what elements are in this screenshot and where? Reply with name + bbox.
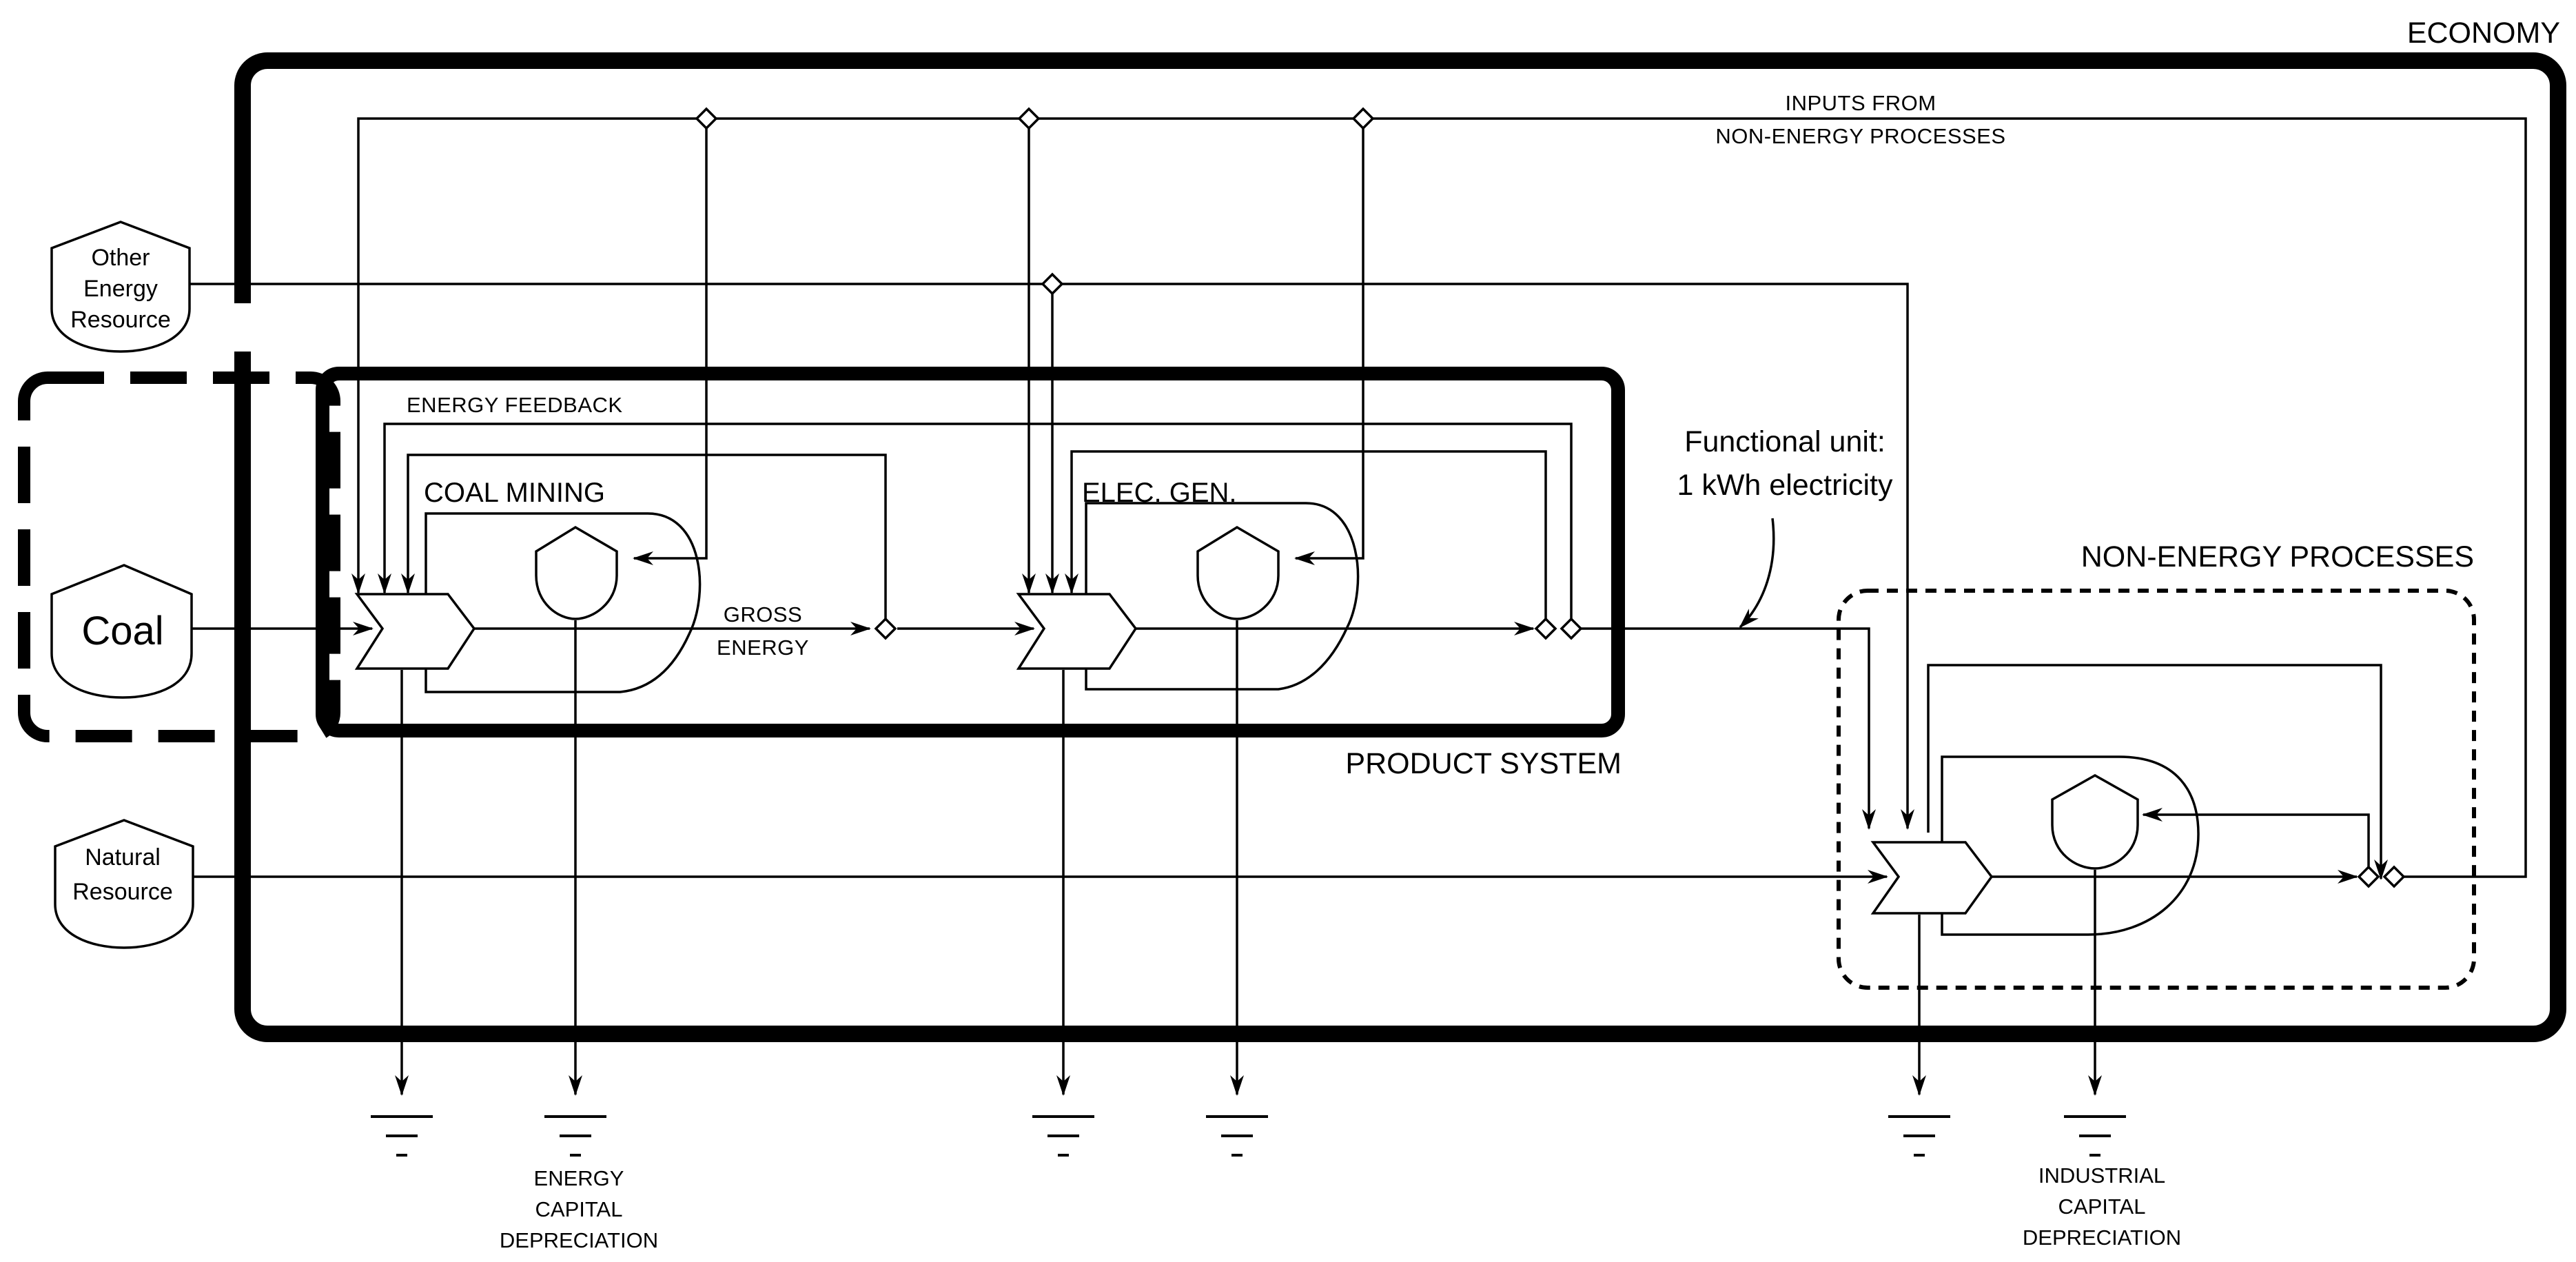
economy-boundary bbox=[234, 52, 2566, 1042]
ground-icon bbox=[544, 1115, 606, 1157]
elec-gen-storage-symbol bbox=[1196, 525, 1280, 620]
ground-icon bbox=[1032, 1115, 1094, 1157]
non-energy-storage-symbol bbox=[2051, 773, 2139, 870]
inputs-label-line2: NON-ENERGY PROCESSES bbox=[1715, 124, 2005, 148]
junction-node bbox=[1041, 272, 1064, 296]
other-energy-resource-line bbox=[185, 283, 1914, 830]
inputs-from-non-energy-line bbox=[351, 117, 2527, 878]
svg-text:Resource: Resource bbox=[72, 879, 173, 905]
junction-node bbox=[695, 107, 718, 130]
industrial-depreciation-line3: DEPRECIATION bbox=[2023, 1225, 2181, 1250]
gross-energy-label-line2: ENERGY bbox=[717, 635, 809, 660]
energy-depreciation-line1: ENERGY bbox=[534, 1166, 624, 1190]
junction-node bbox=[2357, 865, 2380, 888]
coal-mining-transformer-symbol bbox=[354, 593, 476, 670]
inputs-label-line1: INPUTS FROM bbox=[1785, 91, 1936, 115]
junction-node bbox=[1560, 617, 1583, 640]
main-flow-arrows bbox=[186, 622, 2358, 884]
junction-node bbox=[1534, 617, 1557, 640]
coal-resource: Coal bbox=[50, 564, 193, 699]
ground-icon bbox=[2064, 1115, 2126, 1157]
industrial-depreciation-line2: CAPITAL bbox=[2058, 1194, 2146, 1219]
ground-icon bbox=[371, 1115, 433, 1157]
svg-text:Other: Other bbox=[91, 245, 150, 271]
elec-gen-label: ELEC. GEN. bbox=[1082, 478, 1237, 508]
junction-nodes bbox=[695, 107, 2406, 888]
product-system-boundary bbox=[316, 367, 1625, 737]
non-energy-process bbox=[1870, 664, 2388, 936]
svg-text:Coal: Coal bbox=[81, 609, 163, 653]
svg-text:Energy: Energy bbox=[83, 276, 158, 302]
functional-unit-label-line1: Functional unit: bbox=[1684, 425, 1885, 458]
non-energy-processes-label: NON-ENERGY PROCESSES bbox=[2081, 540, 2474, 573]
ground-icon bbox=[1888, 1115, 1950, 1157]
svg-text:Resource: Resource bbox=[70, 307, 171, 333]
elec-gen-transformer-symbol bbox=[1016, 593, 1138, 670]
energy-depreciation-line3: DEPRECIATION bbox=[500, 1228, 658, 1252]
depreciation-outputs bbox=[395, 620, 2102, 1096]
energy-feedback-lines bbox=[378, 423, 1876, 830]
functional-unit-pointer bbox=[1739, 518, 1775, 629]
natural-resource: Natural Resource bbox=[54, 819, 194, 949]
coal-mining-label: COAL MINING bbox=[424, 478, 605, 508]
elec-gen-process bbox=[1016, 502, 1360, 691]
functional-unit-label-line2: 1 kWh electricity bbox=[1677, 469, 1893, 502]
coal-mining-process bbox=[354, 512, 702, 693]
junction-node bbox=[1017, 107, 1041, 130]
coal-mining-storage-symbol bbox=[535, 525, 618, 620]
junction-node bbox=[874, 617, 897, 640]
ground-symbols bbox=[371, 1115, 2126, 1157]
energy-feedback-label: ENERGY FEEDBACK bbox=[407, 393, 623, 417]
ground-icon bbox=[1206, 1115, 1268, 1157]
junction-node bbox=[1351, 107, 1375, 130]
junction-node bbox=[2382, 865, 2406, 888]
product-system-label: PRODUCT SYSTEM bbox=[1345, 747, 1622, 780]
non-energy-processes-boundary bbox=[1837, 589, 2476, 990]
gross-energy-label-line1: GROSS bbox=[724, 602, 802, 627]
other-energy-resource: Other Energy Resource bbox=[50, 221, 191, 353]
industrial-depreciation-line1: INDUSTRIAL bbox=[2038, 1163, 2165, 1188]
svg-text:Natural: Natural bbox=[85, 844, 161, 871]
coal-resource-boundary bbox=[18, 372, 340, 742]
energy-depreciation-line2: CAPITAL bbox=[535, 1197, 623, 1221]
non-energy-transformer-symbol bbox=[1870, 841, 1994, 915]
economy-label: ECONOMY bbox=[2407, 17, 2560, 50]
